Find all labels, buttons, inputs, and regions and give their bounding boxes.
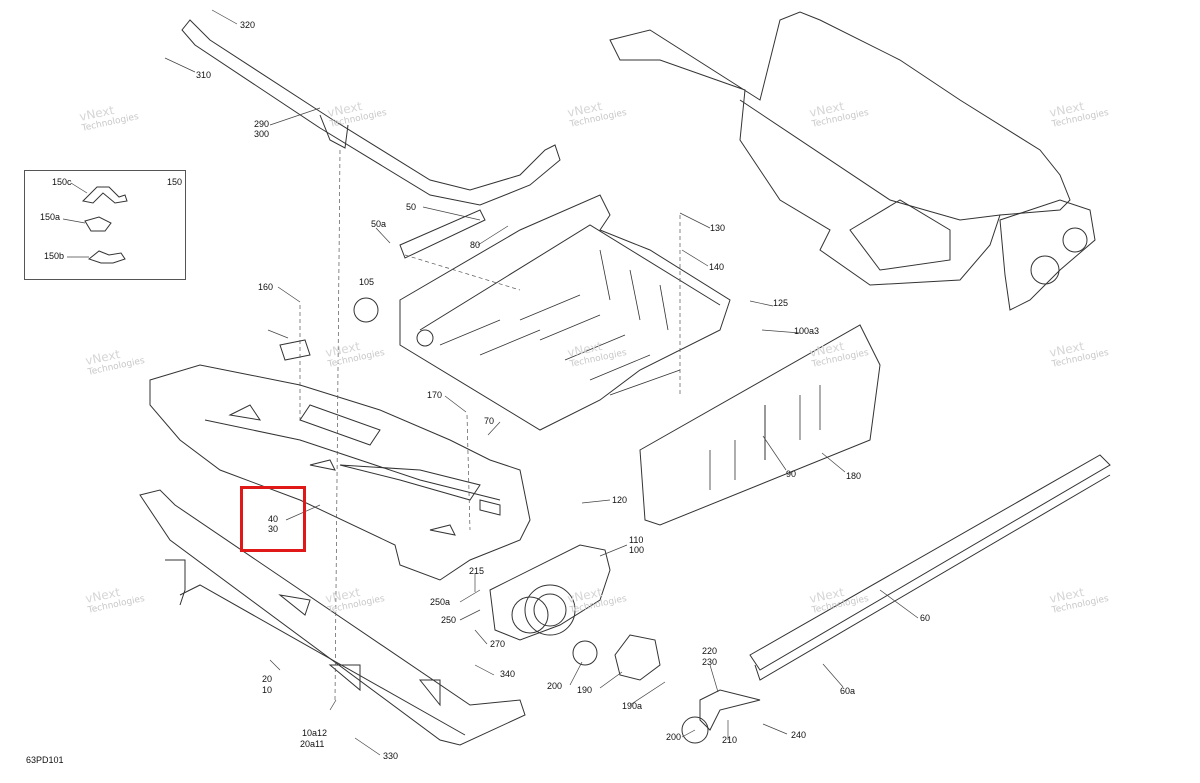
callout-label[interactable]: 300 — [254, 129, 270, 139]
callout-label[interactable]: 20a11 — [300, 739, 325, 749]
callout-label[interactable]: 105 — [359, 277, 375, 287]
inset-line-art — [62, 182, 128, 264]
diagram-code: 63PD101 — [26, 755, 64, 765]
callout-label[interactable]: 210 — [722, 735, 738, 745]
callout-label[interactable]: 10a12 — [302, 728, 328, 738]
callout-label[interactable]: 50 — [406, 202, 417, 212]
callout-label[interactable]: 60 — [920, 613, 931, 623]
callout-label[interactable]: 90 — [786, 469, 797, 479]
callout-label[interactable]: 125 — [773, 298, 789, 308]
callout-label[interactable]: 180 — [846, 471, 862, 481]
callout-label[interactable]: 220 — [702, 646, 718, 656]
callout-label[interactable]: 130 — [710, 223, 726, 233]
callout-label[interactable]: 150a — [40, 212, 61, 222]
callout-label[interactable]: 60a — [840, 686, 856, 696]
highlight-box — [240, 486, 306, 552]
callout-label[interactable]: 40 — [268, 514, 279, 524]
callout-label[interactable]: 50a — [371, 219, 387, 229]
callout-label[interactable]: 100 — [629, 545, 645, 555]
callout-label[interactable]: 340 — [500, 669, 516, 679]
callout-label[interactable]: 10 — [262, 685, 273, 695]
callout-label[interactable]: 190 — [577, 685, 593, 695]
callout-label[interactable]: 100a3 — [794, 326, 820, 336]
callout-label[interactable]: 320 — [240, 20, 256, 30]
callout-label[interactable]: 150 — [167, 177, 183, 187]
callout-label[interactable]: 215 — [469, 566, 485, 576]
callout-label[interactable]: 170 — [427, 390, 443, 400]
callout-label[interactable]: 200 — [547, 681, 563, 691]
callout-label[interactable]: 20 — [262, 674, 273, 684]
callout-label[interactable]: 310 — [196, 70, 212, 80]
callout-label[interactable]: 150b — [44, 251, 65, 261]
callout-label[interactable]: 240 — [791, 730, 807, 740]
callout-label[interactable]: 250 — [441, 615, 457, 625]
callout-label[interactable]: 110 — [629, 535, 644, 545]
callout-label[interactable]: 200 — [666, 732, 682, 742]
callout-label[interactable]: 120 — [612, 495, 628, 505]
callout-label[interactable]: 160 — [258, 282, 274, 292]
callout-label[interactable]: 250a — [430, 597, 451, 607]
callout-label[interactable]: 230 — [702, 657, 718, 667]
callout-label[interactable]: 80 — [470, 240, 481, 250]
inset-box-150 — [24, 170, 186, 280]
callout-label[interactable]: 290 — [254, 119, 270, 129]
callout-label[interactable]: 70 — [484, 416, 495, 426]
callout-label[interactable]: 330 — [383, 751, 399, 761]
callout-label[interactable]: 30 — [268, 524, 279, 534]
callout-label[interactable]: 190a — [622, 701, 643, 711]
callout-label[interactable]: 140 — [709, 262, 725, 272]
callout-label[interactable]: 270 — [490, 639, 506, 649]
callout-label[interactable]: 150c — [52, 177, 72, 187]
